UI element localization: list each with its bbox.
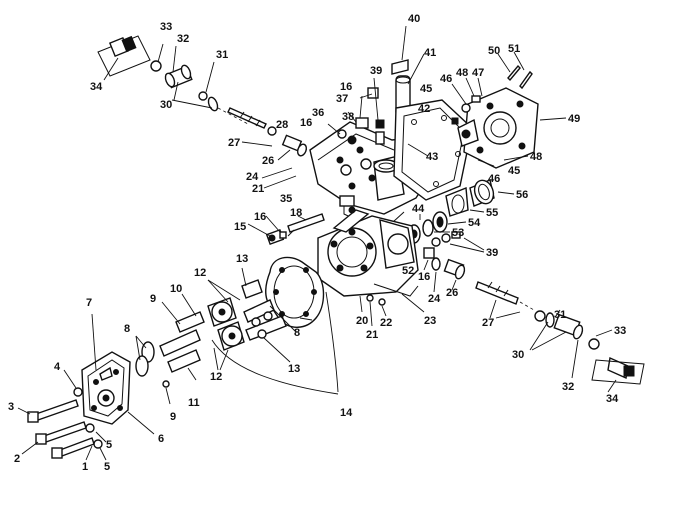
callout-13: 13 — [236, 253, 248, 265]
callout-38: 38 — [342, 111, 354, 123]
callout-12: 12 — [194, 267, 206, 279]
callout-1: 1 — [82, 461, 88, 473]
callout-labels: 33 32 31 34 30 27 26 24 21 28 16 37 16 3… — [8, 13, 626, 473]
callout-39: 39 — [486, 247, 498, 259]
callout-2: 2 — [14, 453, 20, 465]
callout-3: 3 — [8, 401, 14, 413]
callout-36: 36 — [312, 107, 324, 119]
callout-7: 7 — [86, 297, 92, 309]
callout-33: 33 — [160, 21, 172, 33]
gears-and-shafts — [135, 267, 313, 405]
plug-group-top — [327, 77, 385, 145]
bolts-and-washers — [17, 369, 107, 461]
callout-21: 21 — [252, 183, 264, 195]
callout-30: 30 — [512, 349, 524, 361]
callout-5: 5 — [106, 439, 112, 451]
callout-37: 37 — [336, 93, 348, 105]
callout-45: 45 — [508, 165, 520, 177]
callout-4: 4 — [54, 361, 61, 373]
callout-30: 30 — [160, 99, 172, 111]
callout-46: 46 — [488, 173, 500, 185]
callout-54: 54 — [468, 217, 481, 229]
callout-32: 32 — [562, 381, 574, 393]
front-cover-plate — [81, 313, 155, 435]
callout-13: 13 — [288, 363, 300, 375]
callout-9: 9 — [150, 293, 156, 305]
small-items-15-16-18 — [247, 213, 325, 245]
callout-51: 51 — [508, 43, 520, 55]
callout-6: 6 — [158, 433, 164, 445]
callout-28: 28 — [276, 119, 288, 131]
shaft-upper-27 — [217, 107, 308, 189]
callout-32: 32 — [177, 33, 189, 45]
callout-16: 16 — [340, 81, 352, 93]
callout-34: 34 — [90, 81, 103, 93]
callout-24: 24 — [428, 293, 441, 305]
callout-39: 39 — [370, 65, 382, 77]
gear-housing-ring — [265, 256, 325, 328]
pump-housing — [317, 195, 425, 327]
callout-33: 33 — [614, 325, 626, 337]
callout-16: 16 — [300, 117, 312, 129]
callout-11: 11 — [188, 397, 200, 409]
callout-42: 42 — [418, 103, 430, 115]
callout-56: 56 — [516, 189, 528, 201]
callout-31: 31 — [216, 49, 228, 61]
callout-9: 9 — [170, 411, 176, 423]
callout-46: 46 — [440, 73, 452, 85]
fitting-assembly-lower-right — [423, 247, 645, 393]
callout-18: 18 — [290, 207, 302, 219]
callout-47: 47 — [472, 67, 484, 79]
callout-22: 22 — [380, 317, 392, 329]
callout-49: 49 — [568, 113, 580, 125]
callout-50: 50 — [488, 45, 500, 57]
callout-40: 40 — [408, 13, 420, 25]
callout-48: 48 — [530, 151, 542, 163]
callout-52: 52 — [402, 265, 414, 277]
callout-43: 43 — [426, 151, 438, 163]
callout-8: 8 — [294, 327, 300, 339]
callout-34: 34 — [606, 393, 619, 405]
callout-21: 21 — [366, 329, 378, 341]
callout-14-leaders — [211, 291, 339, 395]
callout-45: 45 — [420, 83, 432, 95]
callout-10: 10 — [170, 283, 182, 295]
cover-gasket-43 — [393, 99, 473, 201]
screws-50-51 — [451, 51, 533, 125]
sleeves-55-56 — [445, 179, 515, 217]
callout-27: 27 — [228, 137, 240, 149]
fitting-assembly-upper-left — [97, 35, 219, 112]
callout-14: 14 — [340, 407, 353, 419]
callout-23: 23 — [424, 315, 436, 327]
callout-5: 5 — [104, 461, 110, 473]
callout-27: 27 — [482, 317, 494, 329]
callout-15: 15 — [234, 221, 246, 233]
callout-31: 31 — [554, 309, 566, 321]
callout-35: 35 — [280, 193, 292, 205]
callout-8: 8 — [124, 323, 130, 335]
seals-44-52-53-54 — [407, 211, 485, 263]
callout-48: 48 — [456, 67, 468, 79]
callout-12: 12 — [210, 371, 222, 383]
callout-24: 24 — [246, 171, 259, 183]
callout-26: 26 — [446, 287, 458, 299]
callout-26: 26 — [262, 155, 274, 167]
callout-16: 16 — [254, 211, 266, 223]
cover-plate-49 — [457, 87, 567, 169]
callout-16: 16 — [418, 271, 430, 283]
callout-41: 41 — [424, 47, 436, 59]
callout-55: 55 — [486, 207, 498, 219]
callout-20: 20 — [356, 315, 368, 327]
callout-53: 53 — [452, 227, 464, 239]
callout-44: 44 — [412, 203, 425, 215]
